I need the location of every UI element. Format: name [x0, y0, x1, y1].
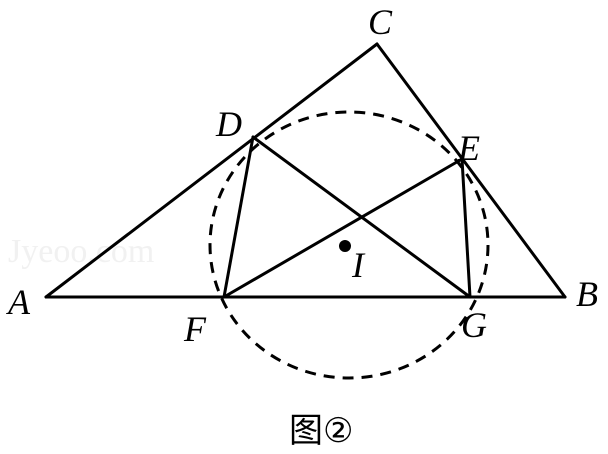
watermark-text: Jyeoo.com [8, 233, 154, 270]
label-c: C [368, 2, 393, 42]
segment-cb [375, 42, 567, 299]
label-d: D [215, 104, 242, 144]
label-a: A [6, 282, 31, 322]
label-i: I [351, 245, 366, 285]
segment-ac [44, 42, 379, 299]
segment-eg [460, 157, 472, 299]
segment-df [222, 135, 255, 299]
point-i-dot [339, 240, 351, 252]
label-f: F [183, 309, 207, 349]
segment-fe [222, 157, 464, 299]
label-e: E [457, 128, 480, 168]
dashed-circle [208, 110, 490, 380]
figure-caption: 图② [289, 411, 353, 451]
label-g: G [461, 305, 487, 345]
label-b: B [576, 274, 598, 314]
